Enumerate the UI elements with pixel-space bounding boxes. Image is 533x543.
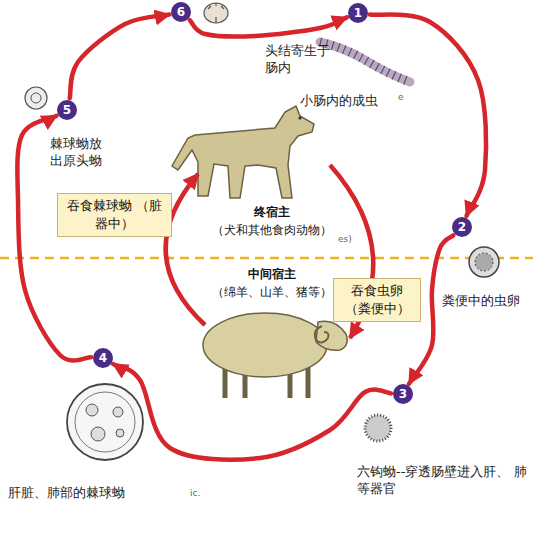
- brood-capsule: [86, 404, 98, 416]
- callout-number: 3: [393, 384, 413, 404]
- callout-number: 5: [57, 100, 77, 120]
- host-label: （犬和其他食肉动物）: [192, 222, 352, 238]
- sheep-figure: [203, 313, 347, 398]
- cycle-arrow: [70, 15, 170, 99]
- fragment-text: ic.: [190, 488, 200, 499]
- process-box: 吞食虫卵 （粪便中）: [333, 278, 421, 322]
- cycle-arrow: [17, 116, 91, 361]
- scolex-icon: [204, 3, 228, 23]
- cycle-arrow: [190, 17, 347, 36]
- stage-label: 六钩蚴--穿透肠壁进入肝、 肺等器官: [357, 463, 529, 497]
- stage-label: 棘球蚴放 出原头蚴: [50, 135, 108, 169]
- scolex-hooks: [208, 3, 224, 23]
- host-label: 终宿主: [192, 204, 352, 220]
- fragment-text: e: [398, 92, 404, 103]
- box-text: 吞食棘球蚴 （脏器中）: [62, 197, 167, 233]
- worm-segments: [320, 42, 410, 82]
- stage-label: 头结寄生于 肠内: [265, 42, 335, 76]
- host-divider: [0, 257, 533, 260]
- stage-label: 肝脏、肺部的棘球蚴: [8, 484, 125, 501]
- brood-capsule: [116, 429, 124, 437]
- fragment-text: es): [338, 234, 352, 245]
- callout-number: 6: [171, 2, 191, 22]
- number-text: 5: [63, 103, 71, 117]
- number-text: 2: [458, 220, 466, 234]
- host-label: （绵羊、山羊、猪等）: [192, 284, 352, 300]
- callout-number: 4: [93, 348, 113, 368]
- process-box: 吞食棘球蚴 （脏器中）: [57, 193, 172, 237]
- oncosphere-icon: [365, 415, 391, 441]
- callout-number: 1: [348, 3, 368, 23]
- box-text: 吞食虫卵 （粪便中）: [338, 282, 416, 318]
- number-text: 1: [354, 6, 362, 20]
- cycle-arrow: [370, 15, 486, 216]
- host-label: 中间宿主: [192, 266, 352, 282]
- number-text: 4: [99, 351, 107, 365]
- number-text: 3: [399, 387, 407, 401]
- dog-figure: [172, 106, 314, 198]
- protoscolex-icon: [25, 87, 47, 109]
- egg-icon: [469, 247, 499, 277]
- brood-capsule: [91, 427, 105, 441]
- sheep-horn: [315, 326, 329, 343]
- egg-core: [475, 253, 493, 271]
- sheep-leg: [306, 365, 311, 398]
- adult-worm: [320, 42, 410, 82]
- dog-eye: [298, 116, 301, 119]
- stage-label: 粪便中的虫卵: [442, 292, 520, 309]
- stage-label: 小肠内的成虫: [300, 92, 378, 109]
- number-text: 6: [177, 5, 185, 19]
- sheep-body: [203, 313, 327, 377]
- cycle-arrow: [113, 364, 391, 460]
- callout-number: 2: [452, 217, 472, 237]
- hydatid-cyst: [67, 384, 143, 460]
- brood-capsule: [113, 407, 123, 417]
- protoscolex-core: [31, 93, 41, 103]
- cyst-wall: [75, 392, 135, 452]
